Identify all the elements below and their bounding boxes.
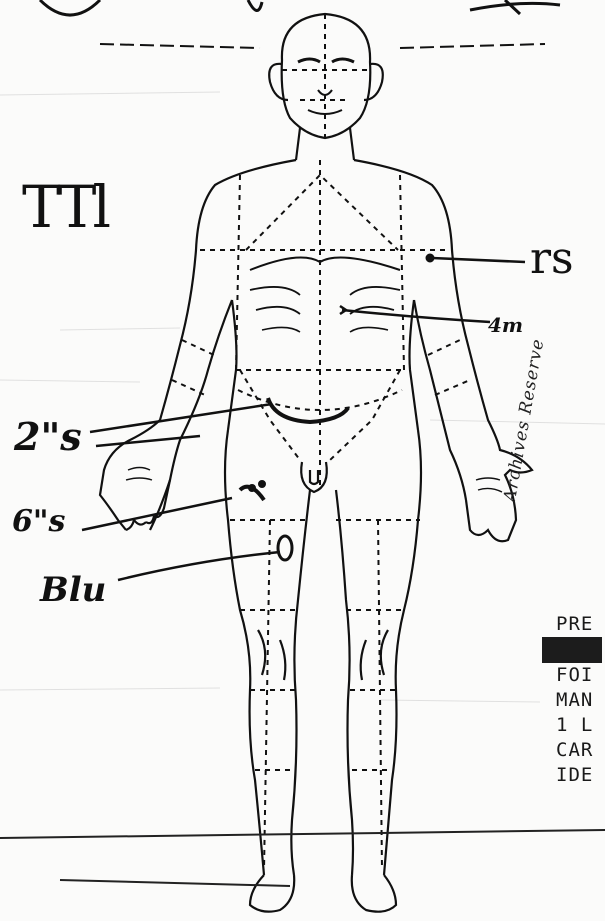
region-grid	[172, 14, 470, 870]
typed-line: 1 L	[556, 713, 605, 738]
body-outline	[100, 14, 532, 912]
leader-2s-upper	[90, 404, 272, 432]
wound-marks	[240, 254, 434, 560]
label-rs: rs	[530, 237, 574, 281]
typed-line: PRE	[556, 612, 605, 637]
label-6s: 6"s	[12, 507, 65, 537]
label-4m: 4m	[488, 315, 523, 335]
leader-6s	[82, 498, 232, 530]
leader-rs	[432, 258, 525, 262]
label-blu: Blu	[40, 573, 106, 607]
form-rules	[0, 830, 605, 886]
header-scribbles	[40, 0, 560, 48]
typed-block: PRE FOI MAN 1 L CAR IDE	[556, 612, 605, 788]
leader-2s-lower	[96, 436, 200, 446]
typed-line: FOI	[556, 663, 605, 688]
knee-wound-mark	[278, 536, 292, 560]
typed-line: IDE	[556, 763, 605, 788]
typed-line: CAR	[556, 738, 605, 763]
label-tti: TTl	[22, 178, 107, 236]
leader-blu	[118, 552, 280, 580]
label-2s: 2"s	[14, 418, 82, 456]
typed-line: MAN	[556, 688, 605, 713]
redaction-bar	[542, 637, 602, 663]
